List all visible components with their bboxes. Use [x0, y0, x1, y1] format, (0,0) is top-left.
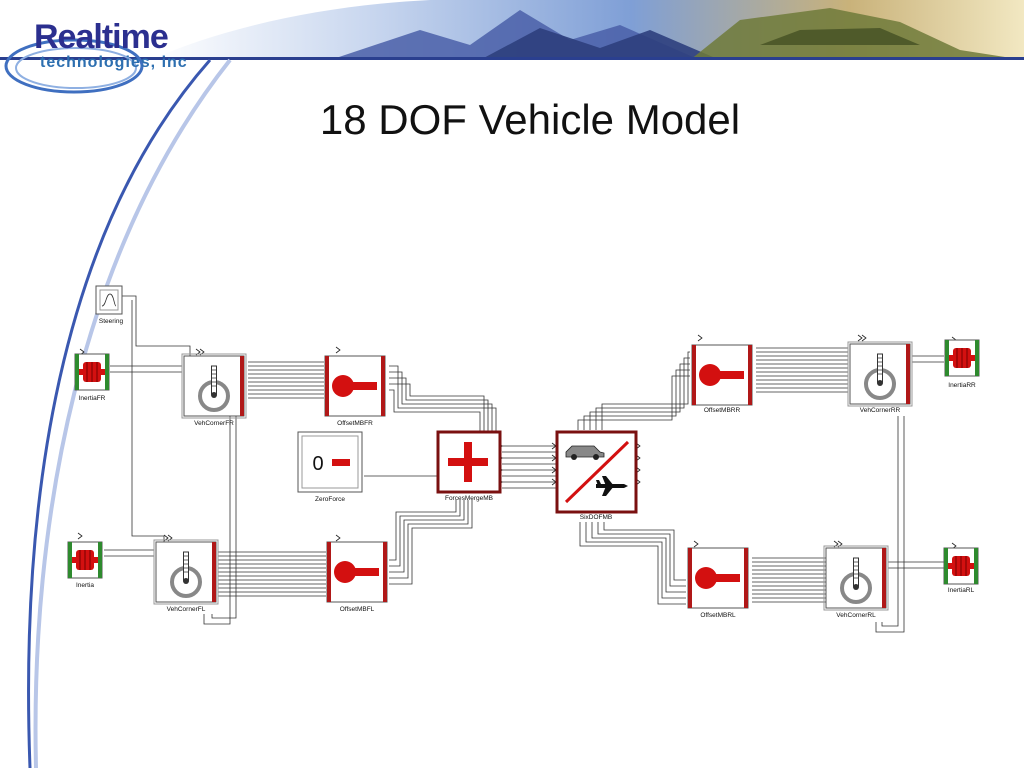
offset-mbrr-block[interactable]: OffsetMBRR — [691, 344, 753, 414]
veh-corner-fl-label: VehCornerFL — [167, 606, 206, 613]
inertia-label: Inertia — [76, 582, 94, 589]
veh-corner-fl-block[interactable]: VehCornerFL — [154, 540, 218, 613]
zero-force-label: ZeroForce — [315, 496, 345, 503]
forces-merge-mb-block[interactable]: ForcesMergeMB — [436, 430, 502, 502]
inertia-rl-block[interactable]: InertiaRL — [943, 547, 979, 594]
logo-sub-text: technologies, inc — [40, 54, 188, 71]
veh-corner-fr-label: VehCornerFR — [194, 420, 234, 427]
inertia-fr-label: InertiaFR — [79, 395, 106, 402]
offset-mbrr-label: OffsetMBRR — [704, 407, 741, 414]
inertia-rr-label: InertiaRR — [948, 382, 976, 389]
zero-force-value: 0 — [312, 453, 323, 475]
inertia-fr-block[interactable]: InertiaFR — [74, 353, 110, 402]
inertia-block[interactable]: Inertia — [67, 541, 103, 589]
veh-corner-rr-block[interactable]: VehCornerRR — [848, 342, 912, 414]
offset-mbfr-label: OffsetMBFR — [337, 420, 373, 427]
steering-label: Steering — [99, 318, 124, 325]
inertia-rl-label: InertiaRL — [948, 587, 975, 594]
zero-force-block[interactable]: 0 ZeroForce — [297, 431, 363, 503]
offset-mbfl-block[interactable]: OffsetMBFL — [326, 541, 388, 613]
veh-corner-rl-block[interactable]: VehCornerRL — [824, 546, 888, 619]
airplane-icon — [596, 476, 628, 496]
header-banner — [0, 0, 1024, 60]
offset-mbfl-label: OffsetMBFL — [340, 606, 375, 613]
six-dof-mb-label: SixDOFMB — [580, 514, 613, 521]
signal-wires — [104, 295, 944, 633]
offset-mbfr-block[interactable]: OffsetMBFR — [324, 355, 386, 427]
logo-main-text: Realtime — [34, 18, 169, 56]
slide-title: 18 DOF Vehicle Model — [319, 96, 741, 143]
logo-swoosh-icon — [4, 38, 144, 94]
veh-corner-fr-block[interactable]: VehCornerFR — [182, 354, 246, 427]
inertia-rr-block[interactable]: InertiaRR — [944, 339, 980, 389]
six-dof-mb-block[interactable]: SixDOFMB — [555, 430, 638, 521]
steering-block[interactable]: Steering — [95, 285, 124, 325]
car-icon — [565, 445, 605, 460]
forces-merge-mb-label: ForcesMergeMB — [445, 495, 493, 502]
offset-mbrl-block[interactable]: OffsetMBRL — [687, 547, 749, 619]
company-logo: Realtime technologies, inc — [4, 8, 194, 98]
offset-mbrl-label: OffsetMBRL — [700, 612, 736, 619]
veh-corner-rl-label: VehCornerRL — [836, 612, 876, 619]
veh-corner-rr-label: VehCornerRR — [860, 407, 901, 414]
